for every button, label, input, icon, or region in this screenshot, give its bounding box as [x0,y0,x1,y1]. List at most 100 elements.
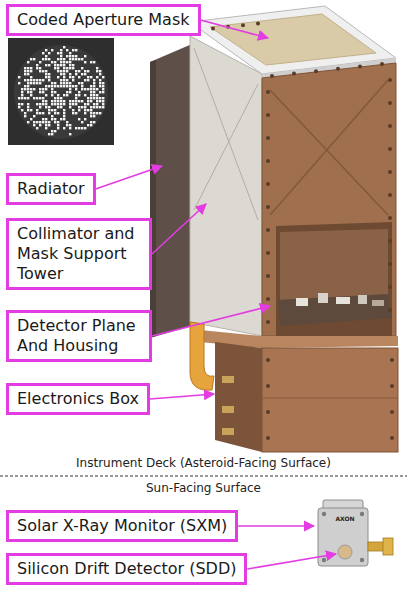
mask-pattern-part [24,85,26,87]
mask-pattern-part [69,61,71,63]
mask-pattern-part [75,112,77,114]
mask-pattern-part [102,88,104,90]
radiator-panel-part [150,60,156,338]
mask-pattern-part [57,103,59,105]
electronics-box-part [262,348,398,452]
bolt-heads-part [388,170,392,174]
mask-pattern-part [24,97,26,99]
mask-pattern-part [48,58,50,60]
mask-pattern-part [45,73,47,75]
mask-pattern-part [57,67,59,69]
mask-pattern-part [51,130,53,132]
tower-front-face-part [276,222,392,336]
mask-pattern-part [48,109,50,111]
mask-pattern-part [78,91,80,93]
mask-pattern-part [45,76,47,78]
bolt-heads-part [266,384,270,388]
mask-pattern-part [42,100,44,102]
mask-pattern-part [81,121,83,123]
leader-line [247,554,336,569]
mask-pattern-part [36,121,38,123]
mask-pattern-part [69,91,71,93]
callout-box: Coded Aperture Mask [6,4,201,36]
mask-pattern-part [39,97,41,99]
callout-text: Silicon Drift Detector (SDD) [17,559,236,579]
callout-box: Collimator and Mask Support Tower [6,218,152,290]
bolt-heads-part [388,216,392,220]
mask-pattern-part [96,97,98,99]
mask-photo-part [14,45,108,139]
callout-box: Radiator [6,173,96,205]
mask-pattern-part [63,100,65,102]
sxm-unit-part [338,545,352,559]
mask-pattern-part [63,82,65,84]
bolt-heads-part [388,193,392,197]
mask-pattern-part [99,112,101,114]
mask-pattern-part [60,79,62,81]
bolt-heads-part [266,205,270,209]
mask-pattern-part [84,94,86,96]
mask-pattern-part [96,70,98,72]
mask-pattern-part [24,73,26,75]
mask-pattern-part [21,97,23,99]
mask-pattern-part [21,94,23,96]
mask-pattern-part [30,88,32,90]
mask-pattern-part [69,52,71,54]
bolt-heads-part [388,124,392,128]
mask-pattern-part [90,97,92,99]
mask-pattern-part [27,67,29,69]
mask-pattern-part [30,70,32,72]
mask-pattern-part [75,88,77,90]
mask-pattern-part [90,100,92,102]
mask-pattern-part [72,85,74,87]
mask-pattern-part [90,106,92,108]
mask-pattern-part [48,79,50,81]
mask-pattern-part [81,85,83,87]
sxm-unit-part [360,512,364,516]
mask-pattern-part [81,73,83,75]
mask-pattern-part [27,106,29,108]
mask-pattern-part [78,70,80,72]
sxm-unit-part [318,508,368,566]
mask-pattern-part [51,100,53,102]
bolt-heads-part [388,78,392,82]
mask-pattern-part [72,76,74,78]
leader-line [150,394,214,399]
radiator-panel-part [150,44,192,338]
mask-pattern-part [99,91,101,93]
mask-pattern-part [87,109,89,111]
mask-pattern-part [57,58,59,60]
mask-pattern-part [39,106,41,108]
mask-pattern-part [48,64,50,66]
mask-pattern-part [30,109,32,111]
mask-pattern-part [96,112,98,114]
mask-pattern-part [81,127,83,129]
mask-pattern-part [57,70,59,72]
mask-pattern-part [30,58,32,60]
mask-pattern-part [99,79,101,81]
mask-pattern-part [54,112,56,114]
mask-pattern-part [51,88,53,90]
mask-pattern-part [54,103,56,105]
mask-pattern-part [84,103,86,105]
mask-pattern-part [63,73,65,75]
mask-pattern-part [57,94,59,96]
mask-pattern-part [78,82,80,84]
mask-pattern-part [63,61,65,63]
mask-pattern-part [66,79,68,81]
tower-front-face-part [270,80,388,215]
mask-pattern-part [72,112,74,114]
detector-plane-part [336,297,350,304]
mask-pattern-part [69,106,71,108]
mask-pattern-part [60,103,62,105]
mask-pattern-part [48,76,50,78]
mask-pattern-part [75,94,77,96]
mask-pattern-part [84,73,86,75]
mask-pattern-part [51,85,53,87]
mask-pattern-part [36,64,38,66]
bolt-heads [196,22,394,440]
mask-pattern-part [45,58,47,60]
mask-pattern-part [54,130,56,132]
mask-pattern-part [81,100,83,102]
bolt-heads-part [266,228,270,232]
